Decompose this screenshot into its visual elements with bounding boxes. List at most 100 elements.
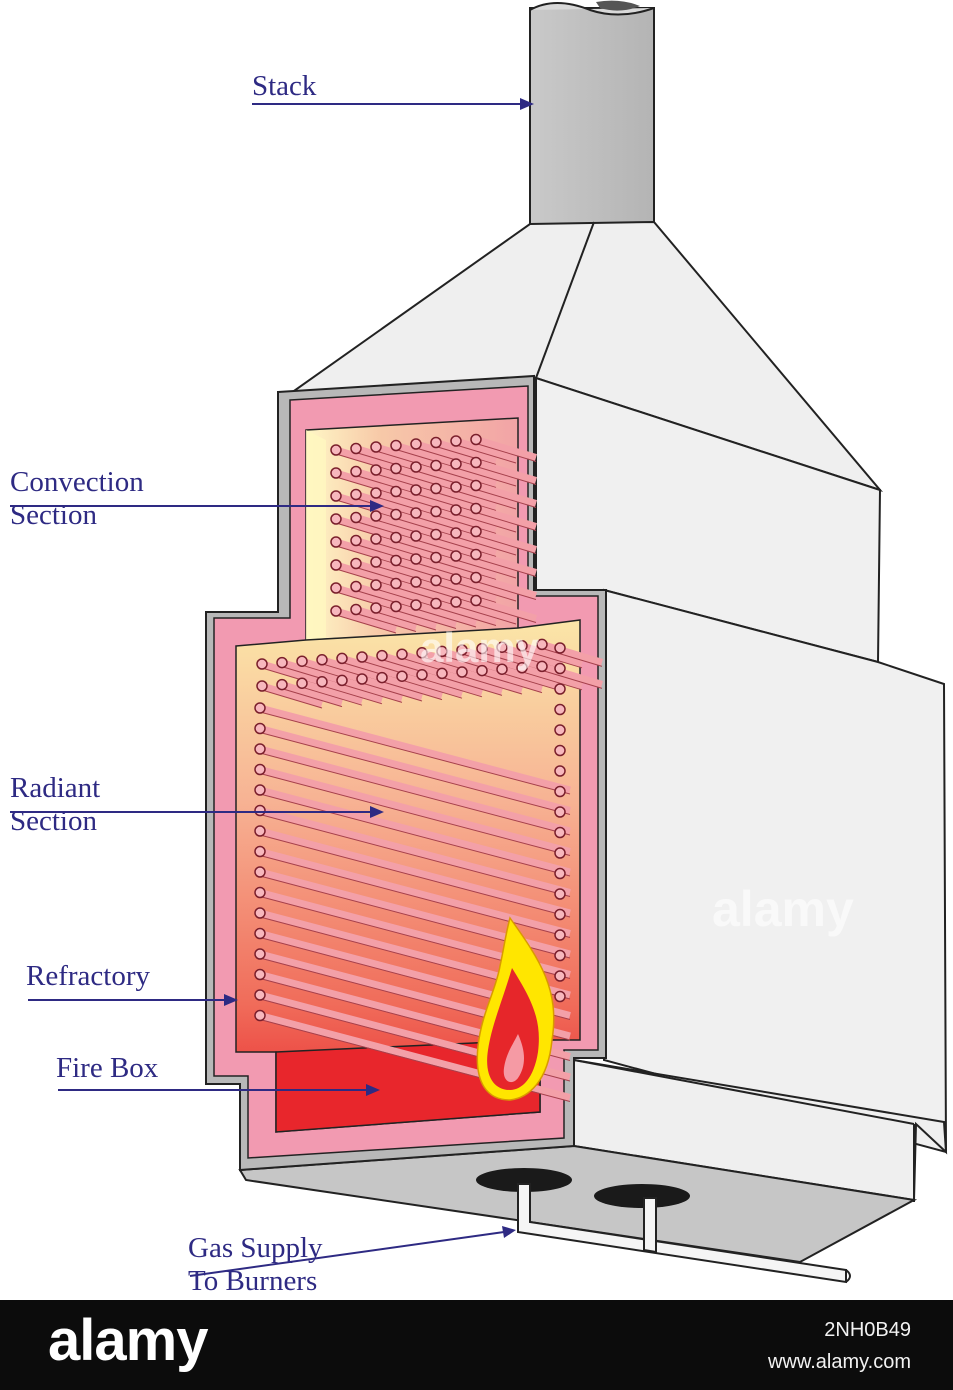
tube-edge — [259, 711, 571, 795]
tube-end — [316, 654, 328, 666]
tube — [334, 561, 398, 587]
tube — [394, 603, 458, 628]
tube-end — [450, 573, 462, 585]
tube-end — [410, 576, 422, 588]
tube — [434, 485, 498, 510]
tube-edge — [259, 752, 571, 836]
tube-end — [330, 605, 342, 617]
tube-edge — [401, 679, 463, 699]
tube — [414, 486, 478, 512]
tube-end — [410, 438, 422, 450]
tube — [360, 675, 424, 701]
tube-edge — [335, 568, 397, 588]
tube-edge — [475, 443, 537, 462]
tube-edge — [435, 561, 497, 580]
tube — [434, 439, 498, 464]
convection-tubes — [330, 433, 538, 634]
tube-edge — [355, 475, 417, 494]
tube-edge — [355, 613, 417, 632]
tube-edge — [355, 452, 417, 471]
tube — [334, 469, 398, 495]
tube-end — [430, 574, 442, 587]
tube-end — [356, 651, 368, 663]
tube-edge — [481, 674, 543, 694]
flame-icon — [476, 916, 555, 1101]
tube — [500, 643, 564, 669]
tube-edge — [395, 587, 457, 606]
tube-end — [254, 866, 266, 878]
tube-edge — [475, 558, 537, 577]
tube — [394, 488, 458, 513]
tube-end — [350, 442, 362, 455]
tube-end — [470, 548, 482, 561]
tube-edge — [435, 584, 497, 603]
burner-icon — [476, 1168, 690, 1208]
tube — [259, 725, 571, 814]
tube — [414, 509, 478, 535]
tube-end — [256, 680, 268, 692]
tube-end — [370, 533, 382, 545]
tube-edge — [421, 678, 483, 698]
tube-end — [470, 456, 482, 469]
tube — [474, 574, 538, 599]
tube — [354, 445, 418, 470]
tube-edge — [541, 647, 603, 667]
tube — [320, 656, 384, 682]
tube-end — [390, 554, 402, 567]
tube-edge — [375, 496, 437, 516]
tube-edge — [355, 567, 417, 586]
tube — [374, 466, 438, 492]
tube-end — [430, 597, 442, 610]
tube — [354, 560, 418, 585]
tube — [394, 580, 458, 605]
tube-edge — [395, 541, 457, 560]
tube-end — [370, 487, 382, 499]
image-id-block: 2NH0B49 www.alamy.com — [768, 1314, 911, 1378]
tube-end — [450, 481, 462, 493]
label-gas-supply-line2: To Burners — [188, 1265, 318, 1298]
tube — [454, 552, 518, 578]
tube-edge — [301, 686, 363, 706]
tube — [259, 848, 571, 937]
tube-edge — [375, 565, 437, 585]
tube — [474, 551, 538, 576]
tube — [300, 679, 364, 705]
tube-edge — [475, 466, 537, 485]
tube-end — [554, 867, 566, 880]
tube-edge — [455, 559, 517, 579]
tube-end — [330, 467, 342, 479]
tube-end — [554, 888, 566, 900]
tube-edge — [475, 489, 537, 508]
tube-edge — [395, 518, 457, 537]
tube — [354, 468, 418, 493]
tube-edge — [355, 521, 417, 540]
tube-edge — [341, 683, 403, 703]
tube-end — [430, 551, 442, 564]
tube-end — [450, 527, 462, 539]
tube-end — [450, 504, 462, 516]
tube-end — [254, 886, 266, 899]
tube-edge — [415, 539, 477, 559]
tube — [434, 554, 498, 579]
tube-end — [470, 571, 482, 584]
tube-edge — [501, 672, 563, 692]
tube-end — [350, 580, 362, 593]
tube-end — [254, 722, 266, 735]
tube-edge — [415, 447, 477, 467]
tube — [394, 511, 458, 536]
tube — [259, 807, 571, 896]
tube-edge — [375, 519, 437, 539]
tube-edge — [355, 498, 417, 517]
tube-end — [470, 594, 482, 607]
watermark-overlay: alamy alamy — [420, 624, 854, 937]
tube-end — [554, 703, 566, 716]
tube-end — [254, 825, 266, 837]
tube-edge — [475, 604, 537, 623]
label-gas-supply: Gas Supply To Burners — [188, 1232, 323, 1299]
watermark-text: alamy — [420, 624, 540, 671]
tube-end — [390, 600, 402, 613]
tube-edge — [435, 469, 497, 488]
tube-end — [390, 577, 402, 590]
tube-end — [496, 663, 508, 675]
tube — [260, 660, 324, 686]
